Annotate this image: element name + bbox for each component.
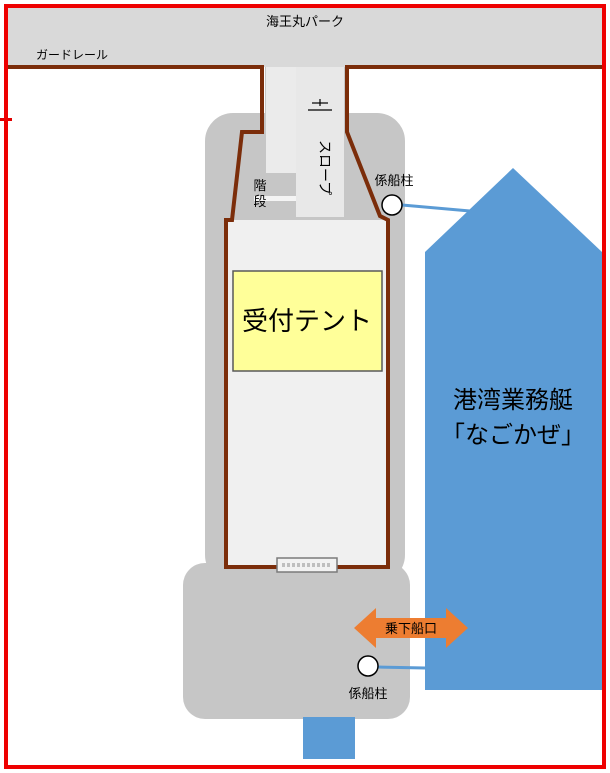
map-frame	[4, 4, 606, 769]
reception-tent	[232, 270, 383, 372]
slope-label: スロープ	[316, 140, 332, 195]
slope-area	[296, 67, 344, 217]
gangway-step-block	[303, 717, 355, 759]
boarding-arrow	[354, 608, 468, 648]
stairs-step	[254, 196, 296, 201]
bollard-lower-icon	[357, 655, 379, 677]
boat-label-line2: 「なごかぜ」	[441, 421, 585, 449]
mooring-rope-upper	[401, 203, 471, 213]
bollard-lower-label: 係船柱	[348, 687, 387, 702]
bollard-upper-icon	[381, 194, 403, 216]
mooring-rope-lower	[377, 665, 426, 670]
guardrail-label: ガードレール	[36, 48, 108, 62]
tent-label: 受付テント	[242, 307, 372, 337]
pier-lower	[183, 563, 410, 719]
bollard-upper-label: 係船柱	[374, 174, 413, 189]
stairs-label-bottom: 段	[253, 195, 266, 210]
park-area	[8, 8, 602, 67]
guardrail-line	[8, 65, 602, 569]
stairs-upper	[266, 67, 296, 173]
boat-label-line1: 港湾業務艇	[453, 386, 573, 414]
boarding-label: 乗下船口	[385, 622, 437, 637]
stairs-label-top: 階	[253, 179, 266, 194]
boat-shape	[425, 168, 602, 690]
park-label: 海王丸パーク	[266, 15, 344, 30]
